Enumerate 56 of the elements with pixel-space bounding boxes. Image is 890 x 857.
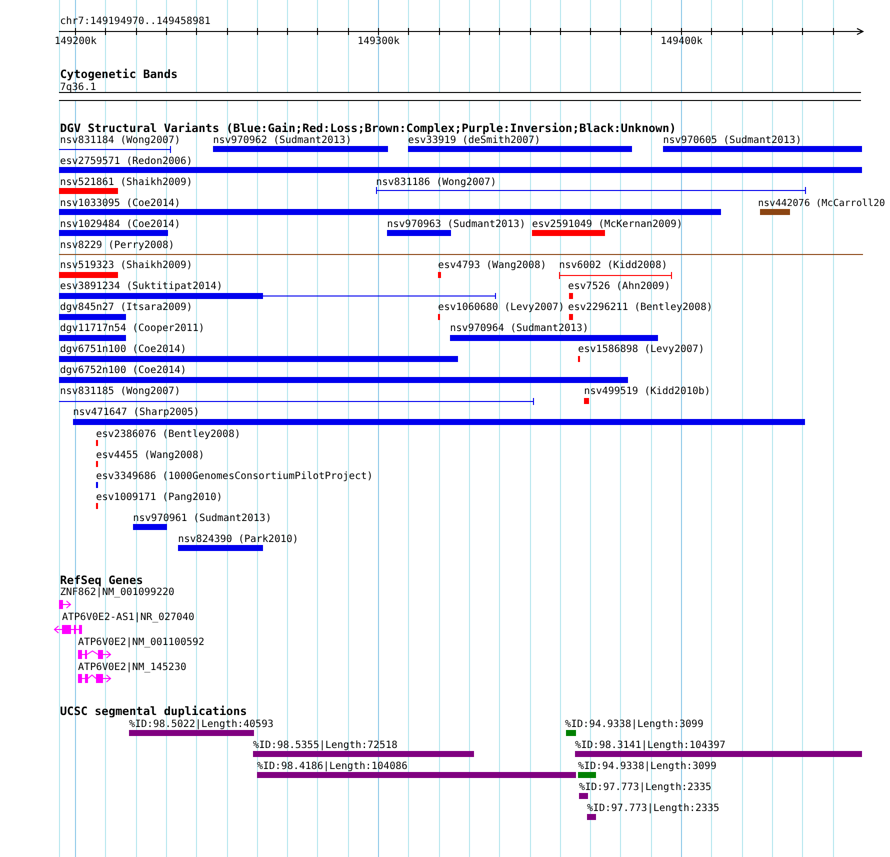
feature-label: %ID:97.773|Length:2335 [587, 802, 720, 814]
feature-label: nsv831186 (Wong2007) [376, 176, 496, 188]
feature-label: esv1586898 (Levy2007) [578, 344, 704, 354]
feature-label: nsv970962 (Sudmant2013) [213, 134, 352, 146]
feature-label: 7q36.1 [60, 82, 96, 92]
feature-label: nsv970605 (Sudmant2013) [663, 134, 802, 146]
feature-label: dgv11717n54 (Cooper2011) [60, 322, 204, 334]
feature-label: esv7526 (Ahn2009) [568, 280, 670, 292]
feature-label: %ID:98.5355|Length:72518 [253, 740, 398, 750]
feature-label: nsv499519 (Kidd2010b) [584, 386, 710, 396]
feature-label: nsv521861 (Shaikh2009) [60, 176, 192, 188]
feature-label: esv2296211 (Bentley2008) [568, 302, 712, 312]
feature-label: esv4793 (Wang2008) [438, 260, 546, 270]
feature-label: nsv1033095 (Coe2014) [60, 198, 180, 208]
feature-label: nsv970961 (Sudmant2013) [133, 512, 272, 524]
feature-label: dgv6751n100 (Coe2014) [60, 344, 186, 354]
feature-label: ATP6V0E2|NM_145230 [78, 662, 186, 672]
feature-label: nsv442076 (McCarroll20 [758, 198, 886, 208]
tick-label: 149200k [54, 36, 97, 46]
tick-label: 149300k [358, 36, 400, 46]
track-title: DGV Structural Variants (Blue:Gain;Red:Loss;Brown:Complex;Purple:Inversion;Black:Unknown) [60, 122, 676, 134]
feature-label: esv2759571 (Redon2006) [60, 156, 192, 166]
feature-label: esv1060680 (Levy2007) [438, 302, 564, 312]
feature-label: nsv831185 (Wong2007) [60, 386, 180, 396]
feature-label: nsv970964 (Sudmant2013) [450, 322, 588, 334]
feature-label: ATP6V0E2|NM_001100592 [78, 636, 204, 648]
location-label: chr7:149194970..149458981 [60, 16, 211, 26]
feature-label: %ID:98.4186|Length:104086 [257, 760, 408, 772]
feature-label: ZNF862|NM_001099220 [60, 586, 174, 598]
feature-label: nsv831184 (Wong2007) [60, 134, 180, 146]
feature-label: esv3349686 (1000GenomesConsortiumPilotProject) [96, 470, 373, 482]
feature-label: nsv471647 (Sharp2005) [73, 406, 200, 418]
feature-label: nsv8229 (Perry2008) [60, 240, 174, 250]
feature-label: %ID:97.773|Length:2335 [579, 782, 712, 792]
feature-label: esv1009171 (Pang2010) [96, 492, 222, 502]
feature-label: esv33919 (deSmith2007) [408, 134, 540, 146]
feature-label: dgv6752n100 (Coe2014) [60, 364, 186, 376]
feature-label: nsv824390 (Park2010) [178, 534, 298, 544]
track-title: RefSeq Genes [60, 574, 144, 586]
feature-label: esv4455 (Wang2008) [96, 450, 204, 460]
feature-label: esv2591049 (McKernan2009) [532, 218, 683, 230]
feature-label: esv2386076 (Bentley2008) [96, 428, 240, 440]
feature-label: nsv519323 (Shaikh2009) [60, 260, 192, 270]
feature-label: %ID:94.9338|Length:3099 [565, 718, 704, 730]
track-title: Cytogenetic Bands [60, 68, 178, 80]
track-title: UCSC segmental duplications [60, 704, 247, 718]
feature-label: esv3891234 (Suktitipat2014) [60, 280, 223, 292]
feature-label: %ID:94.9338|Length:3099 [578, 760, 716, 772]
feature-label: %ID:98.3141|Length:104397 [575, 740, 726, 750]
feature-label: ATP6V0E2-AS1|NR_027040 [62, 612, 194, 622]
feature-label: nsv6002 (Kidd2008) [559, 260, 668, 270]
feature-label: %ID:98.5022|Length:40593 [129, 718, 274, 730]
tick-label: 149400k [660, 36, 703, 46]
feature-label: nsv1029484 (Coe2014) [60, 218, 180, 230]
feature-label: dgv845n27 (Itsara2009) [60, 302, 192, 312]
feature-label: nsv970963 (Sudmant2013) [387, 218, 526, 230]
